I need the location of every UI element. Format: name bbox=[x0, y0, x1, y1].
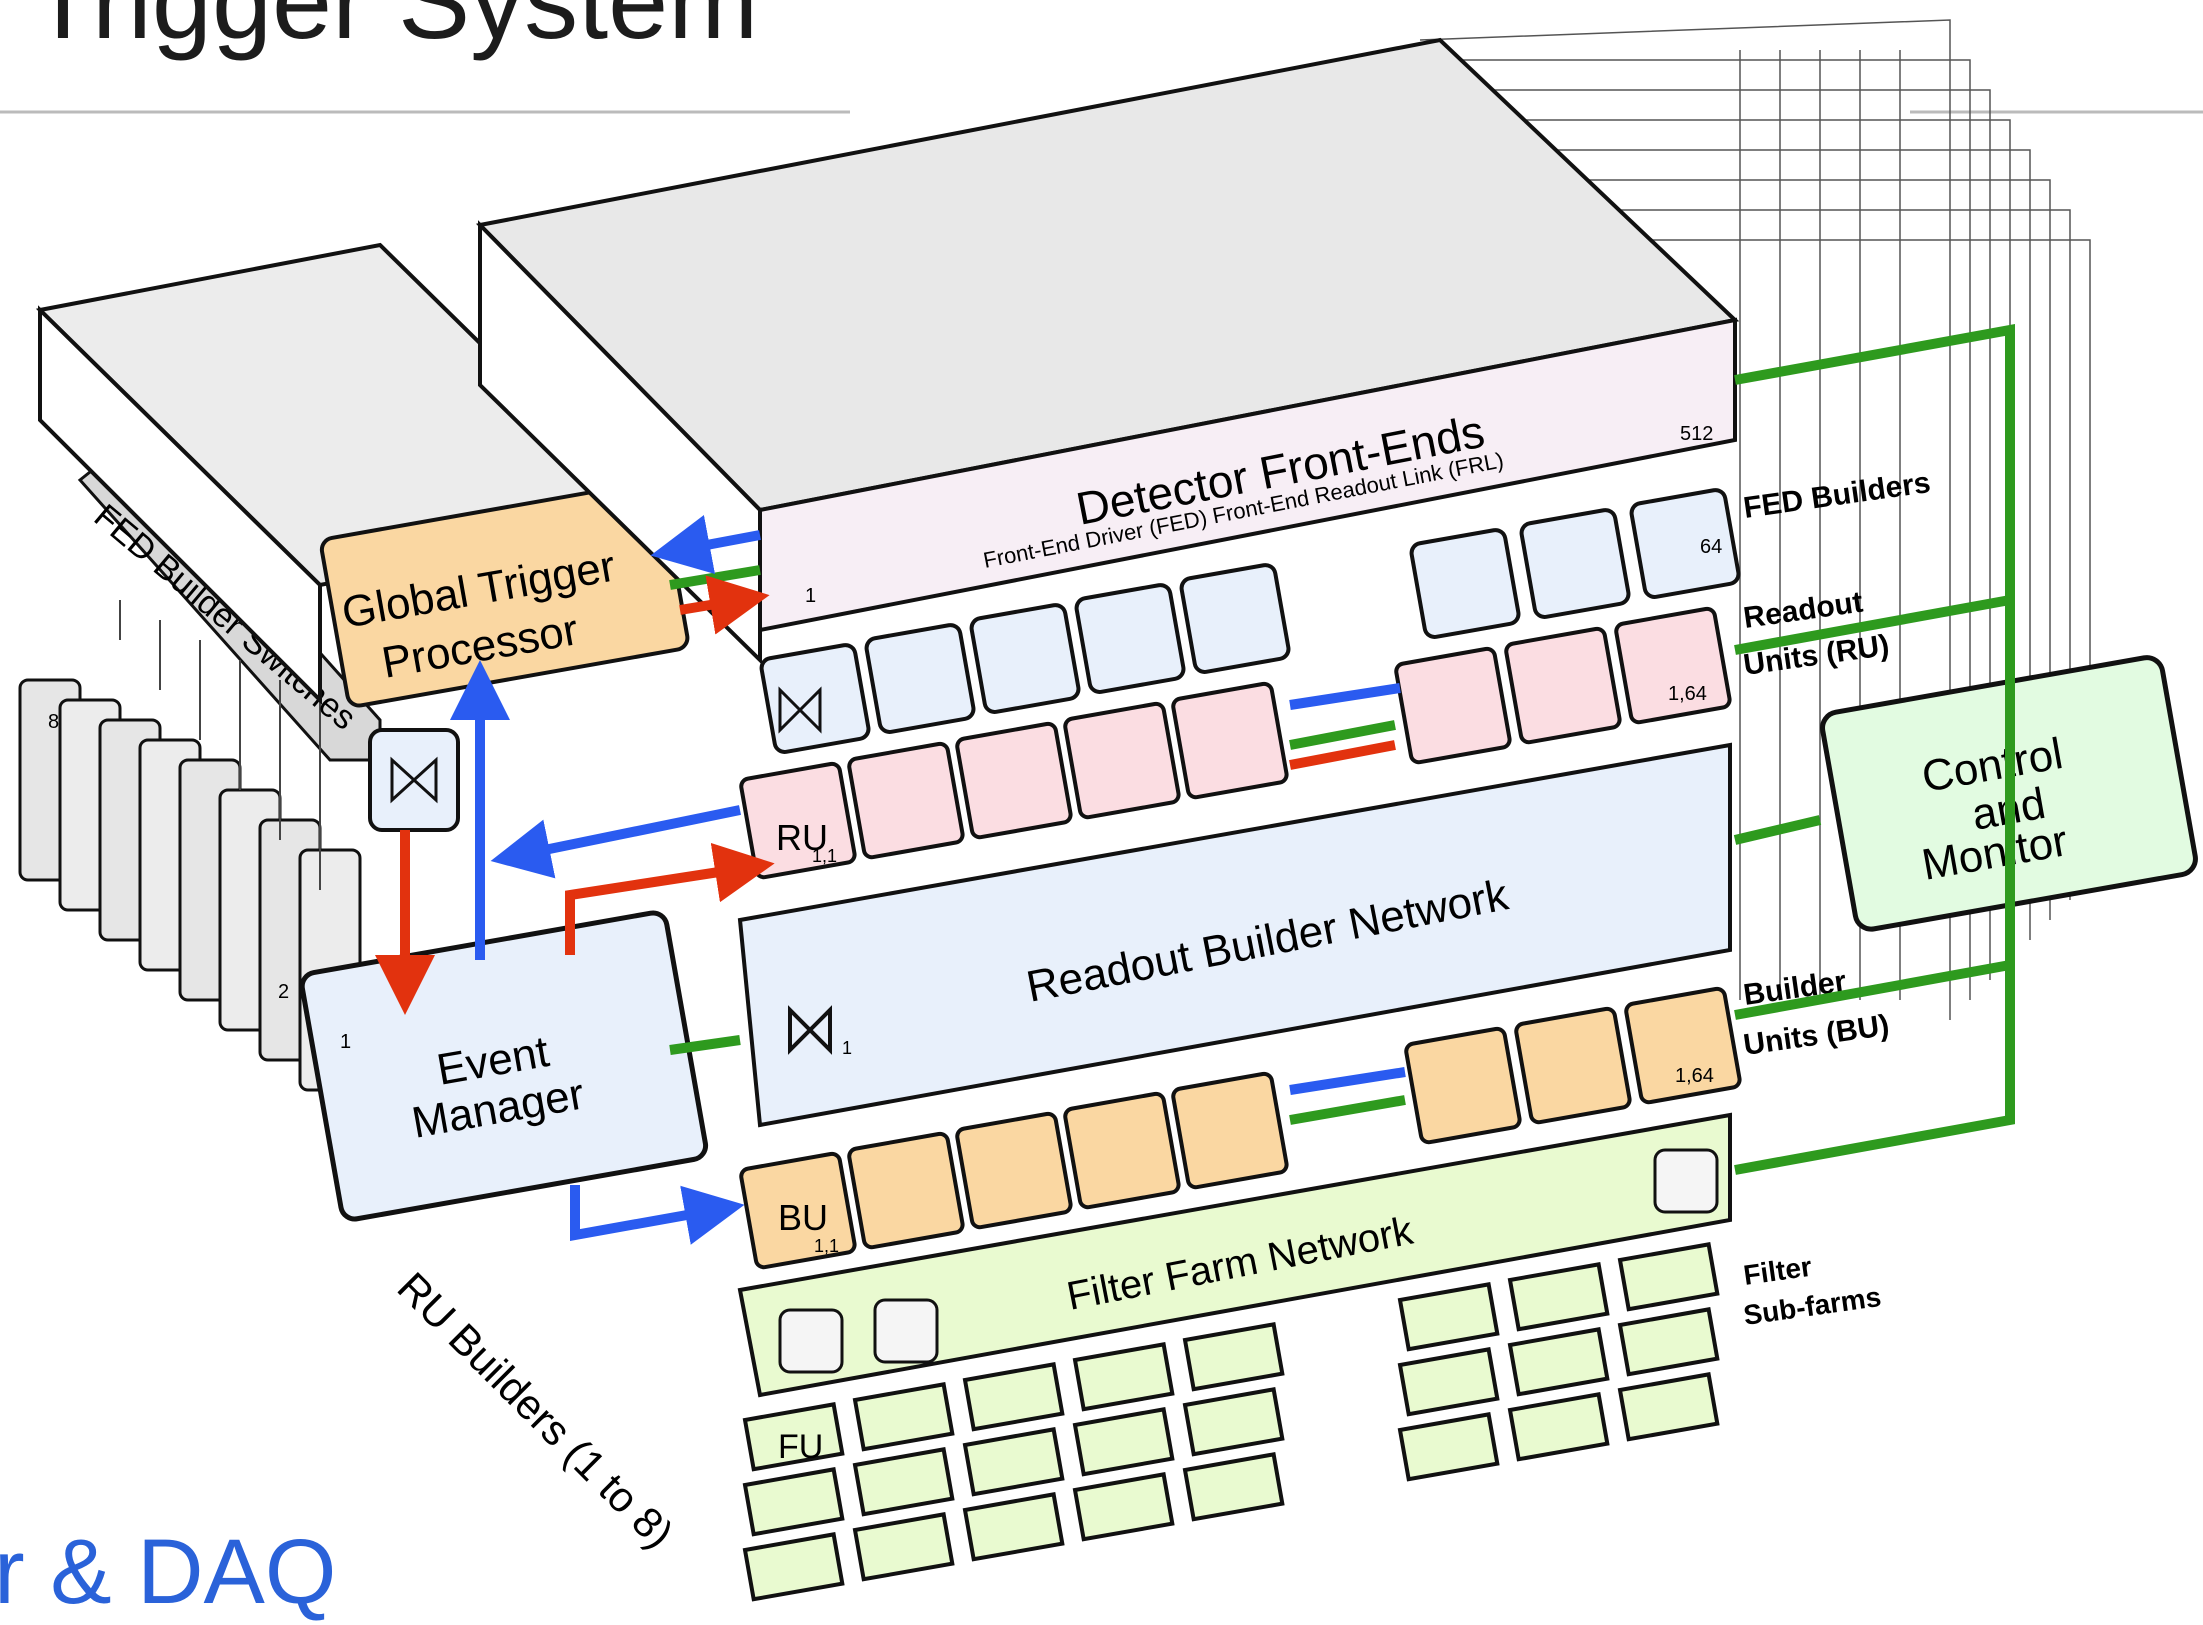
event-manager-index-1: 1 bbox=[340, 1031, 351, 1053]
ffn-switch-icon-2 bbox=[875, 1300, 937, 1362]
ru-sub-index: 1,1 bbox=[812, 846, 837, 866]
ru-last-index: 1,64 bbox=[1668, 683, 1707, 705]
bu-label: BU bbox=[778, 1197, 828, 1238]
detector-index-512: 512 bbox=[1680, 423, 1713, 445]
filter-subfarms-label-1: Filter bbox=[1742, 1251, 1814, 1291]
fu-label: FU bbox=[778, 1428, 823, 1466]
builder-units-label-2: Units (BU) bbox=[1741, 1009, 1891, 1062]
bu-sub-index: 1,1 bbox=[814, 1236, 839, 1256]
fed-builders-label: FED Builders bbox=[1741, 466, 1932, 525]
ffn-switch-icon-3 bbox=[1655, 1150, 1717, 1212]
ffn-switch-icon-1 bbox=[780, 1310, 842, 1372]
event-manager-index-2: 2 bbox=[278, 981, 289, 1003]
bu-last-index: 1,64 bbox=[1675, 1065, 1714, 1087]
detector-index-1: 1 bbox=[805, 585, 816, 607]
rbn-switch-index: 1 bbox=[842, 1038, 852, 1058]
ru-builders-label: RU Builders (1 to 8) bbox=[389, 1263, 683, 1557]
fed-index-64: 64 bbox=[1700, 536, 1722, 558]
stack-index-8: 8 bbox=[48, 711, 59, 733]
